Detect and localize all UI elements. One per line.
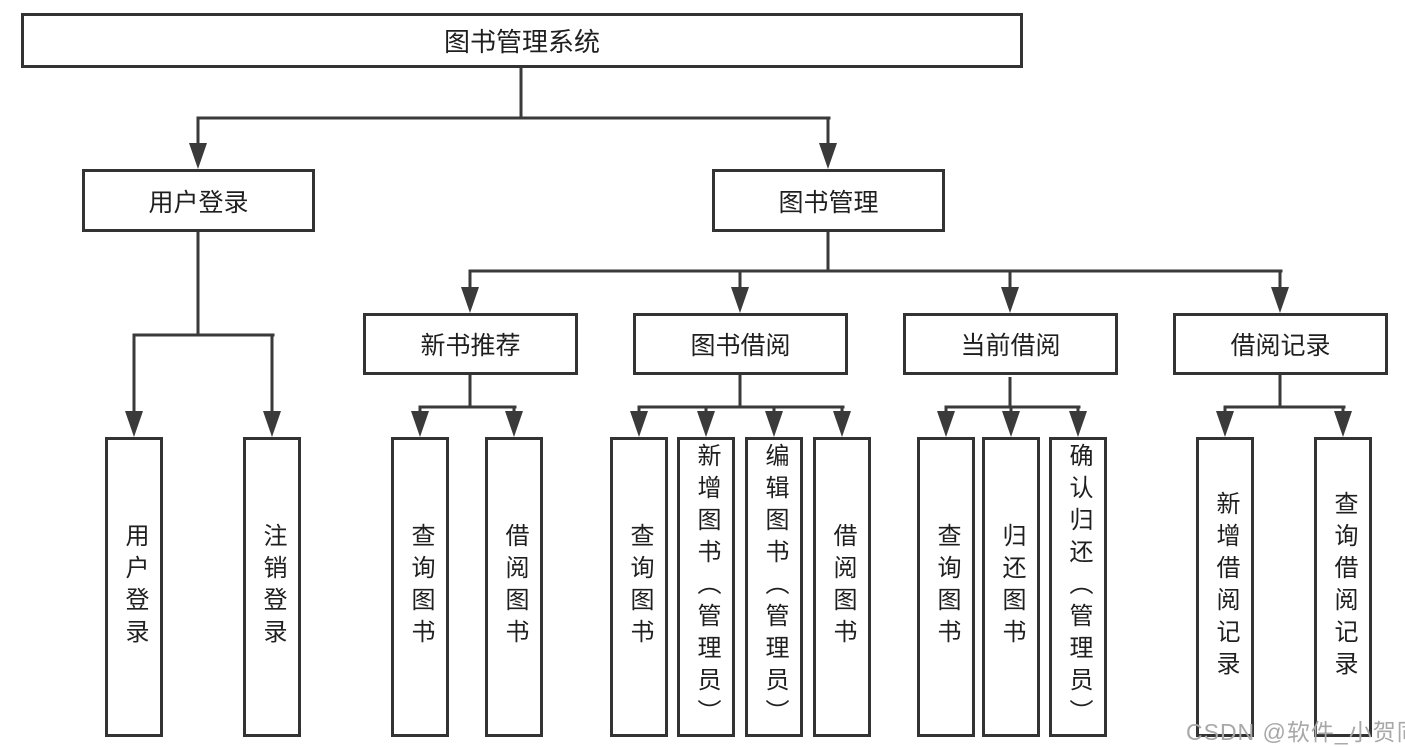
node-label: 新书推荐 [420, 332, 521, 360]
node-current-borrowing: 当前借阅 [903, 313, 1118, 375]
node-user-login: 用户登录 [82, 169, 315, 232]
node-label: 编辑图书（管理员） [761, 443, 788, 731]
node-label: 注销登录 [259, 523, 286, 651]
leaf-query-borrow-record: 查询借阅记录 [1314, 437, 1372, 737]
node-library-management-system: 图书管理系统 [21, 13, 1023, 68]
node-label: 查询图书 [626, 523, 653, 651]
leaf-borrow-books-recommend: 借阅图书 [485, 437, 543, 737]
node-label: 查询图书 [407, 523, 434, 651]
leaf-return-books: 归还图书 [982, 437, 1040, 737]
node-label: 归还图书 [998, 523, 1025, 651]
node-book-management: 图书管理 [712, 169, 945, 232]
watermark: CSDN @软件_小贺同学 [1186, 719, 1405, 745]
leaf-add-borrow-record: 新增借阅记录 [1196, 437, 1254, 737]
leaf-query-books-current: 查询图书 [917, 437, 975, 737]
node-label: 确认归还（管理员） [1065, 443, 1092, 731]
node-book-borrowing: 图书借阅 [633, 313, 848, 375]
node-label: 借阅记录 [1230, 332, 1331, 360]
leaf-logout: 注销登录 [243, 437, 301, 737]
leaf-query-books-borrow: 查询图书 [610, 437, 668, 737]
leaf-confirm-return-admin: 确认归还（管理员） [1049, 437, 1107, 737]
node-label: 借阅图书 [501, 523, 528, 651]
leaf-edit-books-admin: 编辑图书（管理员） [745, 437, 803, 737]
node-label: 图书管理 [778, 188, 879, 217]
leaf-borrow-books: 借阅图书 [813, 437, 871, 737]
leaf-user-login: 用户登录 [105, 437, 163, 737]
node-label: 查询借阅记录 [1330, 491, 1357, 683]
node-new-book-recommendation: 新书推荐 [363, 313, 578, 375]
node-label: 图书借阅 [690, 332, 791, 360]
node-borrowing-records: 借阅记录 [1173, 313, 1388, 375]
node-label: 图书管理系统 [443, 27, 600, 57]
node-label: 新增借阅记录 [1212, 491, 1239, 683]
node-label: 当前借阅 [960, 332, 1061, 360]
leaf-add-books-admin: 新增图书（管理员） [677, 437, 735, 737]
node-label: 用户登录 [148, 188, 249, 217]
node-label: 借阅图书 [829, 523, 856, 651]
node-label: 用户登录 [121, 523, 148, 651]
node-label: 新增图书（管理员） [693, 443, 720, 731]
node-label: 查询图书 [933, 523, 960, 651]
leaf-query-books-recommend: 查询图书 [391, 437, 449, 737]
